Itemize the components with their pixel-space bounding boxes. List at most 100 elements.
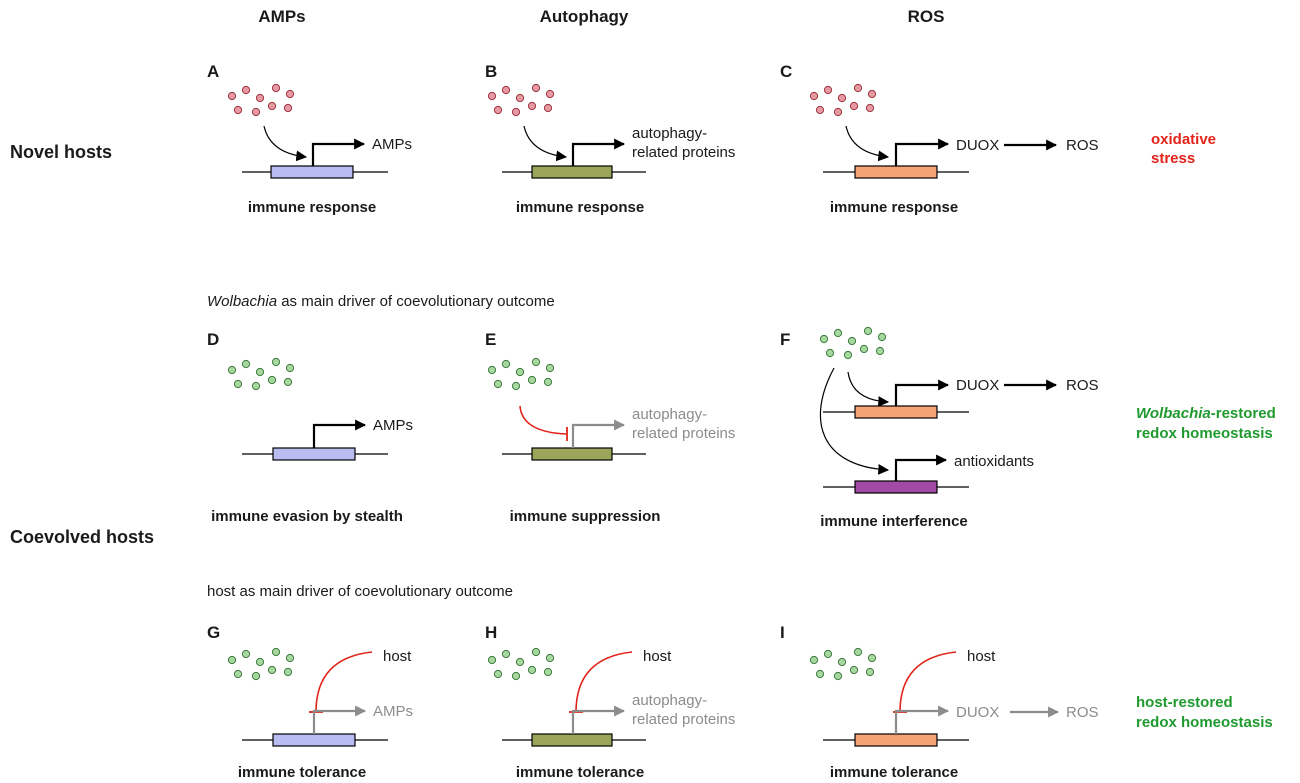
bacterium-dot [511, 671, 521, 681]
promoter-arrow-inactive [571, 419, 626, 448]
inhibition-curve [899, 651, 957, 713]
wolbachia-dots [809, 647, 877, 681]
gene-box-autophagy [531, 733, 613, 747]
bacterium-dot [527, 375, 537, 385]
bacterium-dot [849, 665, 859, 675]
pathogen-dots [487, 83, 555, 117]
outcome-redox-homeostasis: redox homeostasis [1136, 425, 1273, 442]
promoter-arrow [571, 138, 626, 166]
bacterium-dot [267, 375, 277, 385]
bacterium-dot [493, 105, 503, 115]
output-label-autophagy-2: related proteins [632, 425, 735, 442]
caption-immune-response: immune response [516, 199, 644, 216]
bacterium-dot [285, 89, 295, 99]
bacterium-dot [501, 85, 511, 95]
bacterium-dot [815, 105, 825, 115]
bacterium-dot [493, 379, 503, 389]
output-label-ros: ROS [1066, 137, 1099, 154]
bacterium-dot [271, 357, 281, 367]
bacterium-dot [809, 655, 819, 665]
bacterium-dot [271, 647, 281, 657]
bacterium-dot [853, 83, 863, 93]
column-header-ros: ROS [908, 7, 945, 26]
bacterium-dot [837, 93, 847, 103]
driver-host: host as main driver of coevolutionary ou… [207, 583, 513, 600]
gene-box-duox [854, 165, 938, 179]
bacterium-dot [487, 655, 497, 665]
bacterium-dot [837, 657, 847, 667]
bacterium-dot [233, 379, 243, 389]
panel-g: G host AMPs immune tolerance [207, 623, 413, 781]
gene-box-amp [270, 165, 354, 179]
panel-letter-d: D [207, 330, 219, 349]
promoter-arrow [312, 419, 367, 448]
output-label-autophagy-2: related proteins [632, 711, 735, 728]
bacterium-dot [823, 649, 833, 659]
panel-letter-c: C [780, 62, 792, 81]
bacterium-dot [501, 359, 511, 369]
panel-letter-i: I [780, 623, 785, 642]
output-label-autophagy-2: related proteins [632, 144, 735, 161]
row-label-coevolved-hosts: Coevolved hosts [10, 527, 154, 547]
gene-box-amp [272, 733, 356, 747]
inhibition-curve [519, 405, 567, 435]
output-label-ros: ROS [1066, 704, 1099, 721]
wolbachia-dots [227, 357, 295, 391]
bacterium-dot [527, 101, 537, 111]
bacterium-dot [843, 350, 853, 360]
bacterium-dot [543, 667, 553, 677]
binding-arrow [263, 125, 308, 162]
bacterium-dot [545, 653, 555, 663]
caption-immune-response: immune response [248, 199, 376, 216]
pathogen-dots [227, 83, 295, 117]
promoter-arrow [311, 138, 366, 166]
bacterium-dot [847, 336, 857, 346]
bacterium-dot [823, 85, 833, 95]
bacterium-dot [251, 381, 261, 391]
output-label-autophagy-1: autophagy- [632, 692, 707, 709]
bacterium-dot [227, 655, 237, 665]
output-label-duox: DUOX [956, 137, 999, 154]
bacterium-dot [833, 107, 843, 117]
bacterium-dot [863, 326, 873, 336]
bacterium-dot [825, 348, 835, 358]
bacterium-dot [531, 357, 541, 367]
caption-immune-interference: immune interference [820, 513, 968, 530]
gene-box-duox [854, 733, 938, 747]
wolbachia-dots [819, 326, 887, 360]
label-host: host [383, 648, 412, 665]
bacterium-dot [531, 83, 541, 93]
bacterium-dot [285, 363, 295, 373]
panel-a: A AMPs immune response [207, 62, 412, 216]
bacterium-dot [819, 334, 829, 344]
column-header-amps: AMPs [258, 7, 305, 26]
bacterium-dot [285, 653, 295, 663]
bacterium-dot [833, 671, 843, 681]
bacterium-dot [515, 367, 525, 377]
bacterium-dot [233, 669, 243, 679]
bacterium-dot [865, 667, 875, 677]
gene-box-antioxidants [854, 480, 938, 494]
bacterium-dot [833, 328, 843, 338]
bacterium-dot [809, 91, 819, 101]
bacterium-dot [255, 657, 265, 667]
bacterium-dot [241, 85, 251, 95]
caption-immune-evasion: immune evasion by stealth [211, 508, 403, 525]
panel-letter-b: B [485, 62, 497, 81]
output-label-ros: ROS [1066, 377, 1099, 394]
outcome-host-restored: host-restored [1136, 694, 1233, 711]
bacterium-dot [865, 103, 875, 113]
bacterium-dot [255, 93, 265, 103]
bacterium-dot [815, 669, 825, 679]
output-label-antioxidants: antioxidants [954, 453, 1034, 470]
caption-immune-tolerance: immune tolerance [238, 764, 366, 781]
label-host: host [967, 648, 996, 665]
bacterium-dot [531, 647, 541, 657]
bacterium-dot [543, 377, 553, 387]
promoter-arrow-inactive [571, 705, 626, 734]
output-label-amps: AMPs [373, 417, 413, 434]
bacterium-dot [251, 107, 261, 117]
panel-f: F DUOX ROS antioxidants immune interfere… [780, 326, 1276, 530]
bacterium-dot [849, 101, 859, 111]
output-label-amps: AMPs [373, 703, 413, 720]
